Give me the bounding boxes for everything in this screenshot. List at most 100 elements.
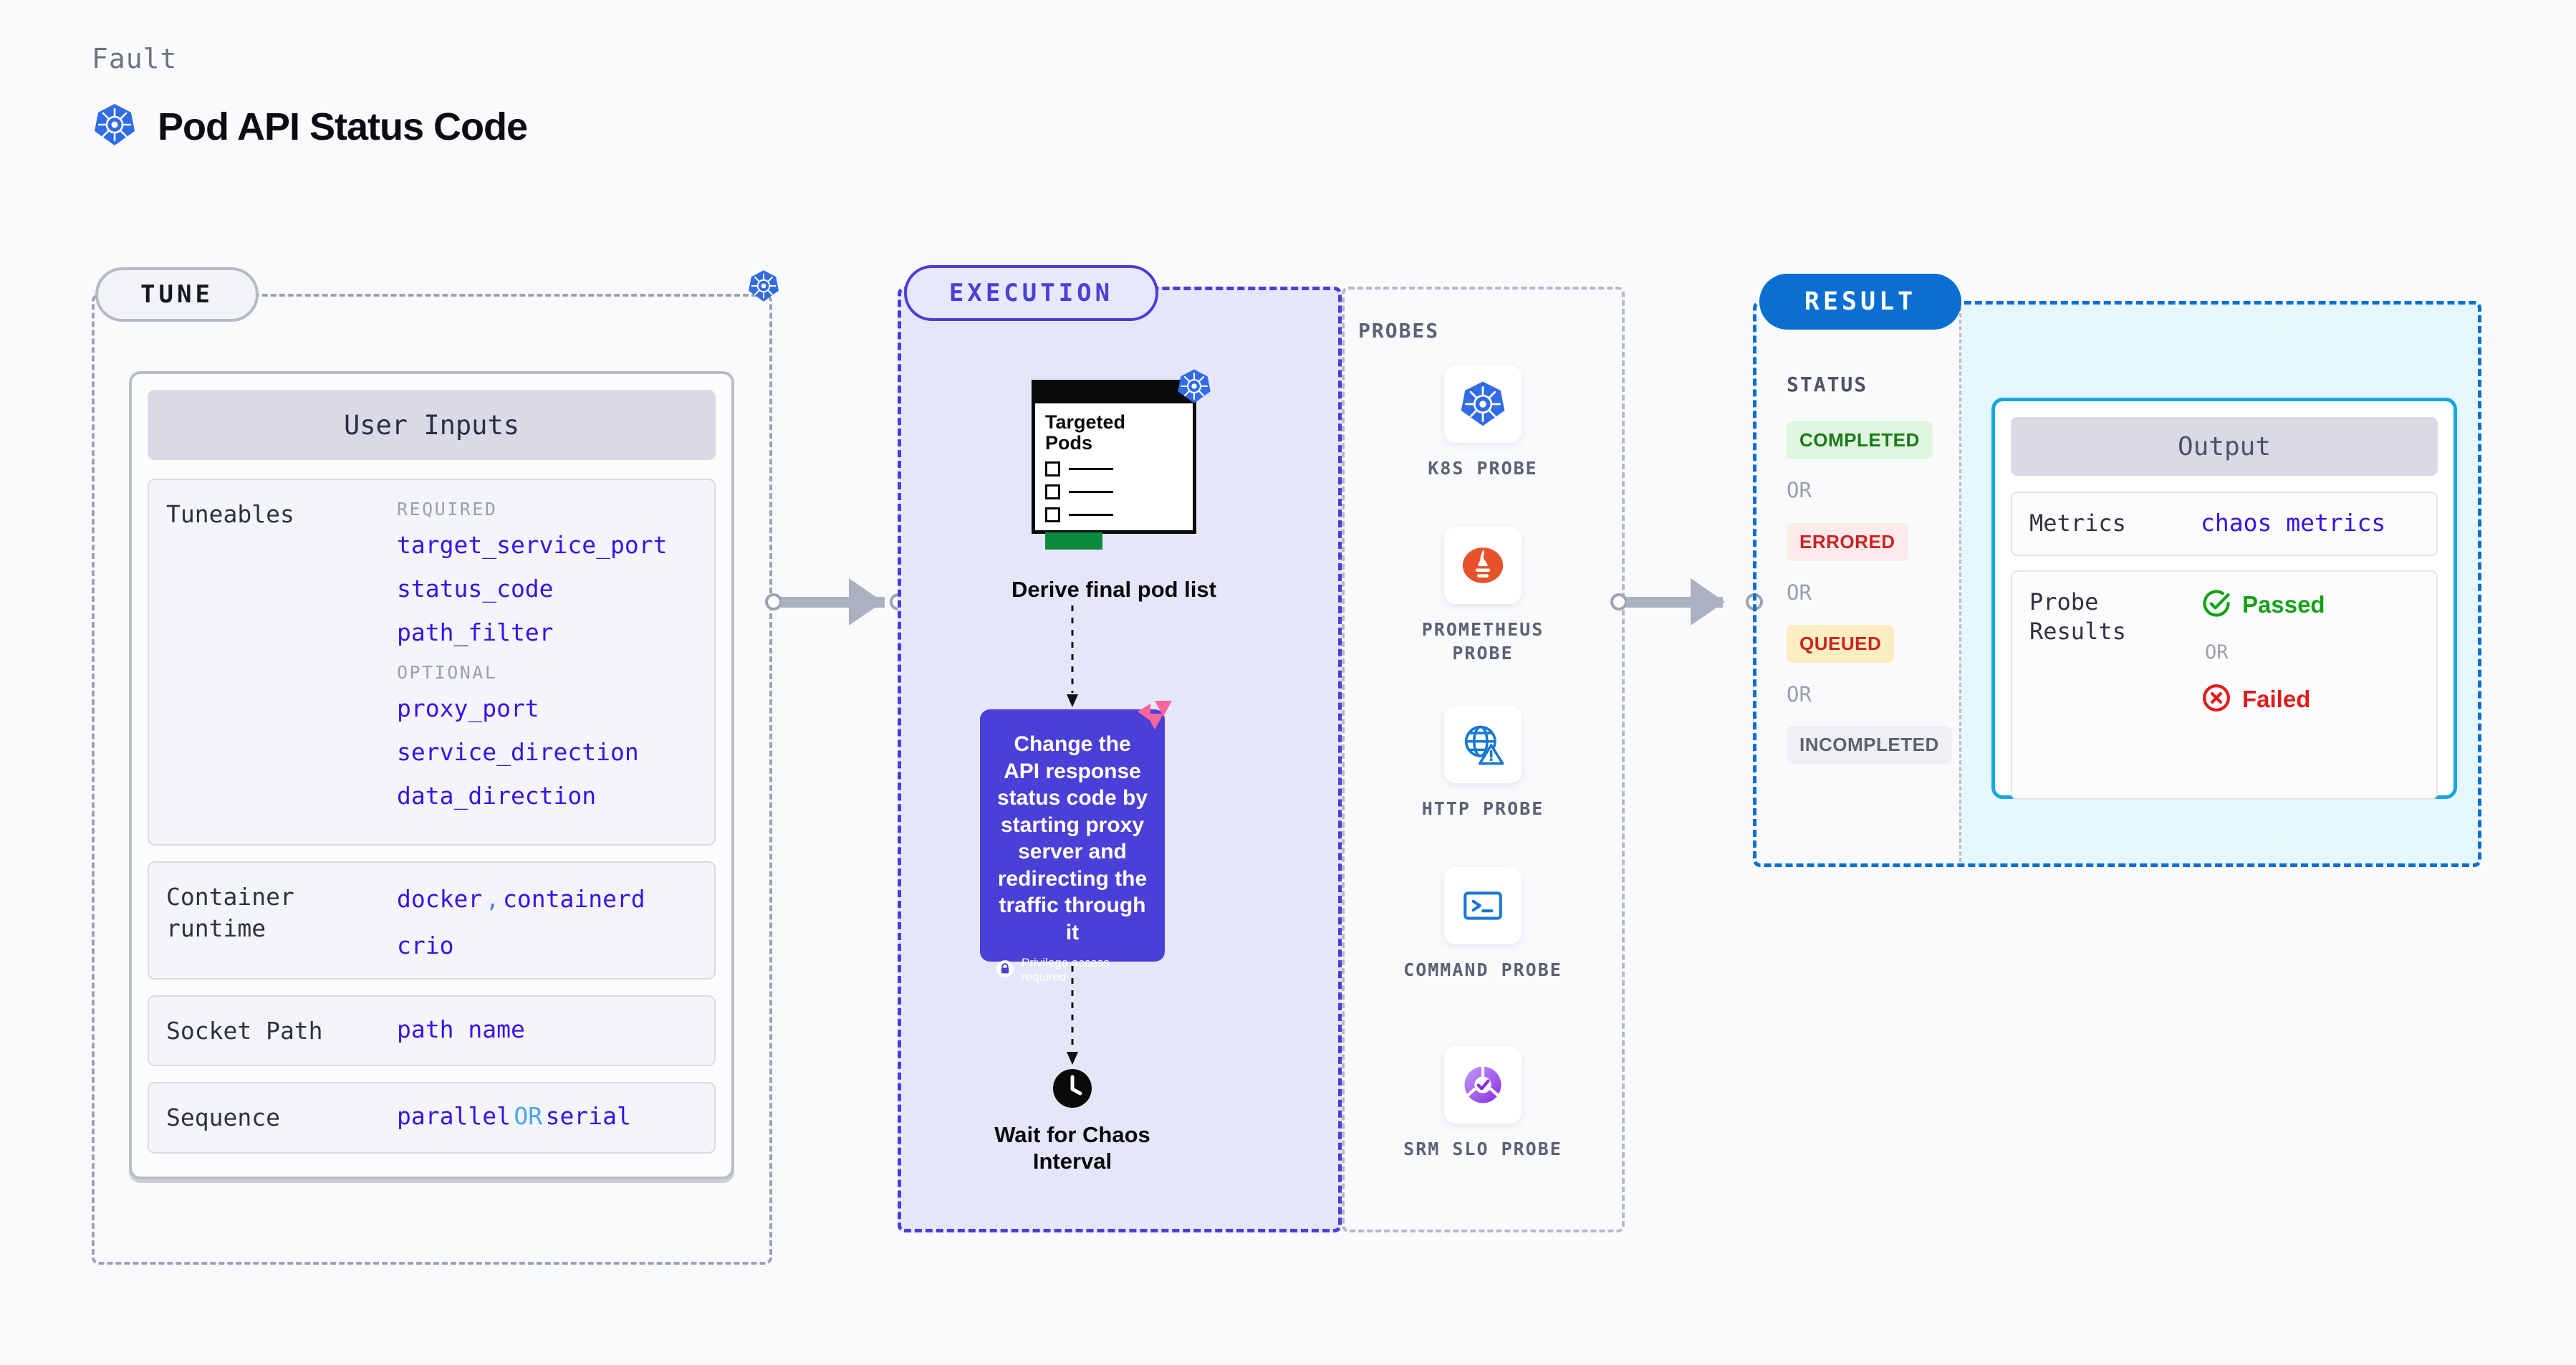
connector-arrowhead xyxy=(1691,578,1725,626)
sequence-row: Sequence parallel OR serial xyxy=(148,1082,716,1154)
required-group-label: REQUIRED xyxy=(397,499,498,519)
kubernetes-icon xyxy=(92,102,138,151)
x-circle-icon xyxy=(2201,682,2232,717)
metrics-row: Metrics chaos metrics xyxy=(2011,492,2438,556)
card-titlebar xyxy=(1035,383,1193,403)
terminal-icon xyxy=(1444,867,1522,944)
probe-srm-slo[interactable]: SRM SLO PROBE xyxy=(1390,1046,1576,1162)
probe-result-passed: Passed xyxy=(2201,588,2325,623)
output-header: Output xyxy=(2011,417,2438,476)
probe-k8s[interactable]: K8S PROBE xyxy=(1390,365,1576,481)
status-label: STATUS xyxy=(1787,373,1868,396)
targeted-pods-card: Targeted Pods xyxy=(1032,369,1211,550)
container-runtime-row: Container runtime docker , containerd cr… xyxy=(148,861,716,980)
probe-label: SRM SLO PROBE xyxy=(1403,1139,1562,1159)
user-inputs-card: User Inputs Tuneables REQUIRED target_se… xyxy=(129,371,734,1179)
lock-icon xyxy=(996,959,1014,982)
tuneable-status-code[interactable]: status_code xyxy=(397,575,554,603)
status-badge-incompleted: INCOMPLETED xyxy=(1787,726,1952,764)
targeted-pods-title: Targeted Pods xyxy=(1045,411,1126,454)
flow-arrow-icon xyxy=(1067,605,1078,707)
metrics-label: Metrics xyxy=(2029,509,2126,537)
check-circle-icon xyxy=(2201,588,2232,623)
kubernetes-icon xyxy=(746,269,781,307)
result-stage xyxy=(1753,301,2481,867)
tuneables-label: Tuneables xyxy=(166,500,294,528)
tune-stage-badge: TUNE xyxy=(95,267,259,322)
socket-path-row: Socket Path path name xyxy=(148,995,716,1067)
probe-command[interactable]: COMMAND PROBE xyxy=(1390,867,1576,982)
sequence-label: Sequence xyxy=(166,1103,280,1132)
chaos-ribbon-icon xyxy=(1136,699,1173,736)
status-or: OR xyxy=(1787,580,1812,605)
page-title: Pod API Status Code xyxy=(158,105,528,148)
probes-label: PROBES xyxy=(1358,319,1440,343)
tuneable-path-filter[interactable]: path_filter xyxy=(397,618,554,646)
status-badge-queued: QUEUED xyxy=(1787,625,1895,663)
prometheus-icon xyxy=(1444,527,1522,604)
tuneable-target-service-port[interactable]: target_service_port xyxy=(397,531,668,559)
status-column-divider xyxy=(1959,307,1961,862)
status-badge-completed: COMPLETED xyxy=(1787,421,1933,459)
runtime-docker: docker xyxy=(397,885,483,913)
clock-icon xyxy=(1052,1069,1093,1112)
flow-arrow-icon xyxy=(1067,966,1078,1065)
srm-slo-icon xyxy=(1444,1046,1522,1124)
passed-text: Passed xyxy=(2242,591,2325,618)
sequence-or: OR xyxy=(514,1102,543,1131)
kubernetes-icon xyxy=(1176,368,1213,408)
kubernetes-icon xyxy=(1444,365,1522,443)
pod-list-item xyxy=(1045,507,1183,523)
tuneable-data-direction[interactable]: data_direction xyxy=(397,782,597,810)
privilege-text: Privilege access required xyxy=(1022,956,1110,984)
pod-list-item xyxy=(1045,484,1183,500)
pod-list-item xyxy=(1045,461,1183,477)
probe-label: K8S PROBE xyxy=(1428,458,1538,479)
wait-step-label: Wait for Chaos Interval xyxy=(994,1122,1150,1174)
probe-label: PROMETHEUS PROBE xyxy=(1421,619,1544,664)
connector-arrowhead xyxy=(849,578,883,626)
probe-prometheus[interactable]: PROMETHEUS PROBE xyxy=(1390,527,1576,665)
pod-status-bar xyxy=(1045,532,1102,550)
socket-path-label: Socket Path xyxy=(166,1016,323,1045)
metrics-value: chaos metrics xyxy=(2201,509,2386,537)
wait-step: Wait for Chaos Interval xyxy=(980,1068,1165,1174)
probe-result-failed: Failed xyxy=(2201,682,2325,717)
action-card: Change the API response status code by s… xyxy=(980,701,1172,984)
probe-label: COMMAND PROBE xyxy=(1403,959,1562,980)
status-or: OR xyxy=(1787,478,1812,502)
connector-endpoint xyxy=(1610,593,1628,610)
execution-stage-badge: EXECUTION xyxy=(904,265,1158,321)
socket-path-value: path name xyxy=(397,1015,525,1043)
privilege-note: Privilege access required xyxy=(996,946,1149,985)
runtime-crio: crio xyxy=(397,931,454,959)
tuneable-proxy-port[interactable]: proxy_port xyxy=(397,694,539,722)
probe-label: HTTP PROBE xyxy=(1421,798,1544,819)
result-stage-badge: RESULT xyxy=(1759,274,1961,330)
title-row: Pod API Status Code xyxy=(92,102,528,151)
page-header: Fault Pod API Status Code xyxy=(92,43,528,151)
probe-result-or: OR xyxy=(2205,641,2229,664)
derive-pod-list-label: Derive final pod list xyxy=(1011,577,1216,602)
connector-endpoint xyxy=(765,593,782,610)
probe-http[interactable]: HTTP PROBE xyxy=(1390,706,1576,821)
sequence-serial: serial xyxy=(545,1102,631,1131)
tuneables-row: Tuneables REQUIRED target_service_port s… xyxy=(148,479,716,846)
http-globe-warning-icon xyxy=(1444,706,1522,783)
tune-stage xyxy=(92,294,772,1265)
status-badge-errored: ERRORED xyxy=(1787,523,1908,561)
optional-group-label: OPTIONAL xyxy=(397,662,498,683)
status-or: OR xyxy=(1787,682,1812,707)
sequence-parallel: parallel xyxy=(397,1102,511,1131)
runtime-separator: , xyxy=(485,885,500,913)
user-inputs-header: User Inputs xyxy=(148,390,716,460)
container-runtime-label: Container runtime xyxy=(166,883,294,942)
action-description: Change the API response status code by s… xyxy=(996,732,1148,944)
runtime-containerd: containerd xyxy=(503,885,645,913)
fault-eyebrow: Fault xyxy=(92,43,178,75)
failed-text: Failed xyxy=(2242,686,2311,713)
tuneable-service-direction[interactable]: service_direction xyxy=(397,738,639,766)
